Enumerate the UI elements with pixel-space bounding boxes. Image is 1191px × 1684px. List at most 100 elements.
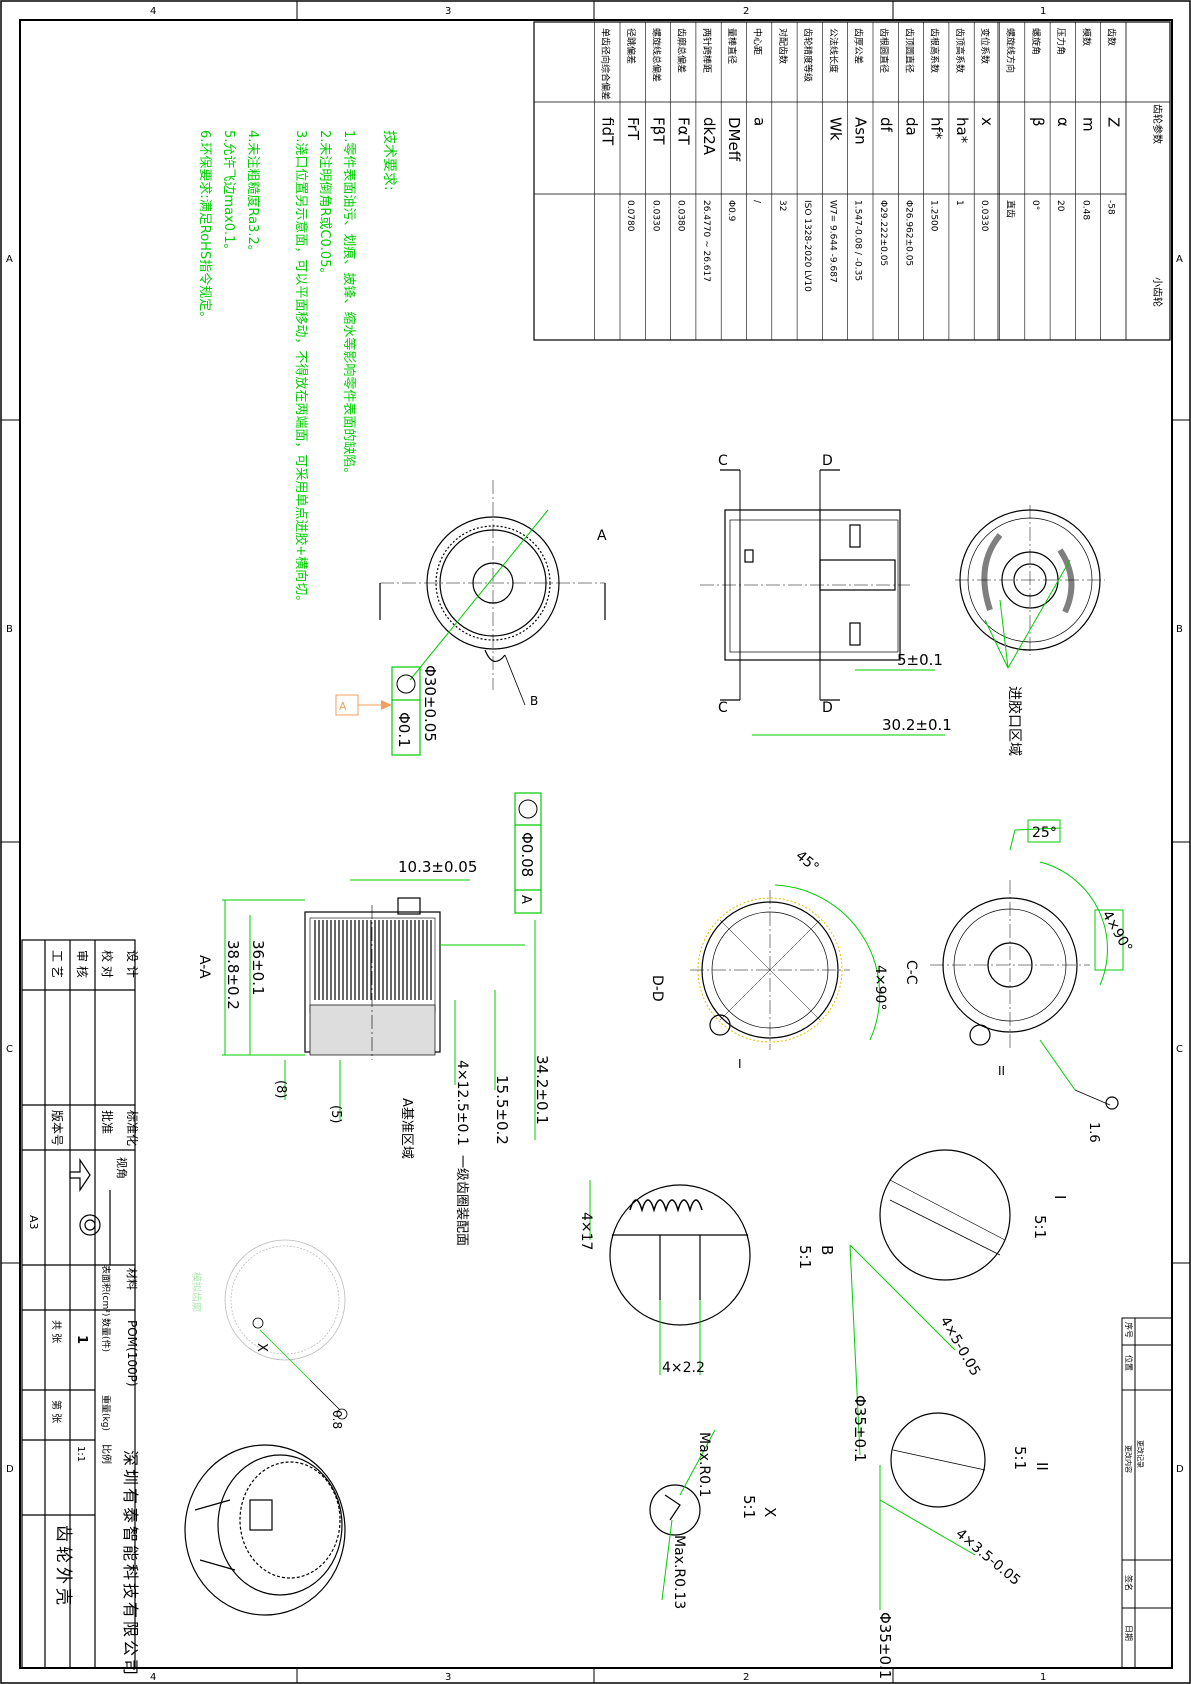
gear-param-name: 齿顶圆直径	[903, 28, 915, 73]
gear-param-symbol: β	[1029, 117, 1047, 127]
dim-a490a: 4×90°	[872, 965, 888, 1010]
rev-col-date: 日期	[1124, 1625, 1133, 1641]
gear-param-name: 径跳偏差	[625, 28, 637, 64]
view-a-front	[379, 480, 606, 706]
gear-param-value: 0°	[1030, 200, 1040, 210]
gear-param-symbol: x	[978, 117, 996, 126]
gate-area-label: 进胶口区域	[1006, 686, 1023, 756]
gear-param-name: 公法线长度	[827, 28, 839, 73]
gear-param-name: 螺旋线方向	[1005, 28, 1017, 73]
gear-param-value: -58	[1106, 200, 1116, 215]
rev-col-pos: 位置	[1124, 1355, 1134, 1371]
inner-frame	[19, 19, 1173, 1669]
zone-labels: 4 3 2 1 4 3 2 1 A B C D A B C D	[6, 6, 1184, 1683]
sheet-no-label: 第 张	[50, 1400, 63, 1423]
gear-param-value: 0.48	[1080, 200, 1090, 220]
gear-table-subtitle: 小齿轮	[1151, 277, 1164, 307]
dim-maxr1: Max.R0.1	[696, 1432, 712, 1497]
dim-d388: 38.8±0.2	[224, 940, 242, 1010]
gear-param-value: Φ26.962±0.05	[903, 200, 913, 266]
view-angle-label: 视角	[115, 1157, 129, 1179]
zone-right-C: C	[1176, 1044, 1183, 1055]
datum-zone-label: A基准区域	[399, 1098, 414, 1159]
gear-param-value: W7= 9.644 -9.687	[827, 200, 837, 283]
detail-x-label: X	[761, 1507, 779, 1517]
zone-top-4: 4	[150, 6, 156, 17]
gear-param-name: 模数	[1080, 28, 1092, 46]
gear-param-symbol: Wk	[826, 117, 844, 141]
gear-param-value: 32	[777, 200, 787, 211]
detail-ii-callout: II	[998, 1064, 1005, 1078]
dim-d155: 15.5±0.2	[493, 1075, 511, 1145]
technical-requirements: 技术要求: 1.零件表面油污、划痕、披锋、缩水等影响零件表面的缺陷。 2.未注明…	[197, 130, 397, 608]
detail-x	[649, 1429, 716, 1601]
detail-i-label: I	[1051, 1195, 1069, 1199]
gear-param-value: 1	[954, 200, 964, 206]
datum-a-flag: A	[339, 700, 347, 713]
detail-x-callout: X	[254, 1343, 269, 1352]
detail-i-scale: 5:1	[1031, 1215, 1049, 1239]
zone-left-C: C	[6, 1044, 13, 1055]
gear-param-symbol: hf*	[928, 117, 946, 140]
company-name: 深圳有泰智能科技有限公司	[121, 1450, 140, 1678]
surface-area-label: 表面积(cm²)	[100, 1265, 112, 1316]
gear-param-symbol: dk2A	[700, 117, 718, 156]
gear-param-symbol: Z	[1105, 117, 1123, 127]
zone-right-B: B	[1176, 624, 1183, 635]
gear-param-value: 0.0380	[676, 200, 686, 232]
gear-param-value: 0.0330	[650, 200, 660, 232]
dim-d5p: (5)	[328, 1105, 343, 1123]
gear-param-value: 0.0330	[979, 200, 989, 232]
scale-value: 1:1	[75, 1446, 86, 1462]
tech-req-2: 2.未注明倒角R或C0.05。	[317, 130, 332, 280]
simulated-gear-note: 模拟齿廓	[190, 1272, 203, 1312]
detail-b-label: B	[818, 1245, 836, 1255]
gear-param-value: Φ0.9	[726, 200, 736, 222]
dim-d351: Φ35±0.1	[851, 1395, 869, 1462]
angle-25-frame	[1027, 819, 1061, 843]
rev-col-content: 更改内容	[1124, 1445, 1133, 1473]
position-frame	[514, 792, 542, 914]
title-block	[21, 939, 136, 1669]
dim-d342: 34.2±0.1	[533, 1055, 551, 1125]
gear-param-symbol: FβT	[649, 117, 667, 145]
zone-left-D: D	[6, 1464, 14, 1475]
zone-left-B: B	[6, 624, 13, 635]
rev-title: 更改记录	[1136, 1440, 1145, 1468]
angle-490-frame	[1094, 909, 1124, 971]
gear-param-name: 单齿径向综合偏差	[600, 28, 612, 100]
title-block-text: 设 计 校 对 审 核 工 艺 标准化 批准 版本号 视角 A3 材料 POM(…	[27, 950, 140, 1678]
dim-d8: (8)	[273, 1080, 288, 1098]
detail-ii	[879, 1412, 986, 1610]
dim-maxr13: Max.R0.13	[671, 1535, 687, 1609]
gear-param-name: 齿厚公差	[853, 28, 865, 64]
signoff-design: 设 计	[125, 950, 139, 978]
gear-param-symbol: ha*	[953, 117, 971, 144]
zone-right-A: A	[1176, 254, 1183, 265]
detail-b-scale: 5:1	[796, 1245, 814, 1269]
dim-d5: 5±0.1	[897, 651, 943, 669]
rev-col-sign: 签名	[1124, 1575, 1134, 1591]
gear-param-value: 20	[1055, 200, 1065, 212]
gear-param-name: 齿根高系数	[929, 28, 941, 73]
datum-a-ref: A	[518, 895, 533, 904]
signoff-process: 工 艺	[50, 950, 64, 978]
signoff-standard: 标准化	[125, 1110, 139, 1146]
gear-param-symbol: α	[1054, 117, 1072, 127]
scale-label: 比例	[100, 1444, 113, 1464]
part-name: 齿轮外壳	[53, 1525, 73, 1609]
dim-d417: 4×17	[578, 1212, 594, 1250]
gear-param-name: 螺旋线总偏差	[650, 28, 662, 82]
signoff-version: 版本号	[50, 1110, 64, 1146]
dim-d422: 4×2.2	[662, 1360, 705, 1376]
gear-param-value: 1.2500	[929, 200, 939, 232]
detail-x-scale: 5:1	[740, 1495, 758, 1519]
view-gate	[955, 505, 1105, 669]
rev-col-no: 序号	[1124, 1322, 1134, 1338]
section-d-d	[690, 884, 881, 1050]
gear-param-value: 0.0780	[625, 200, 635, 232]
dim-d352: Φ35±0.1	[876, 1612, 894, 1679]
gear-table-rows: 齿数Z-58模数m0.48压力角α20螺旋角β0°螺旋线方向直齿变位系数x0.0…	[534, 22, 1170, 340]
